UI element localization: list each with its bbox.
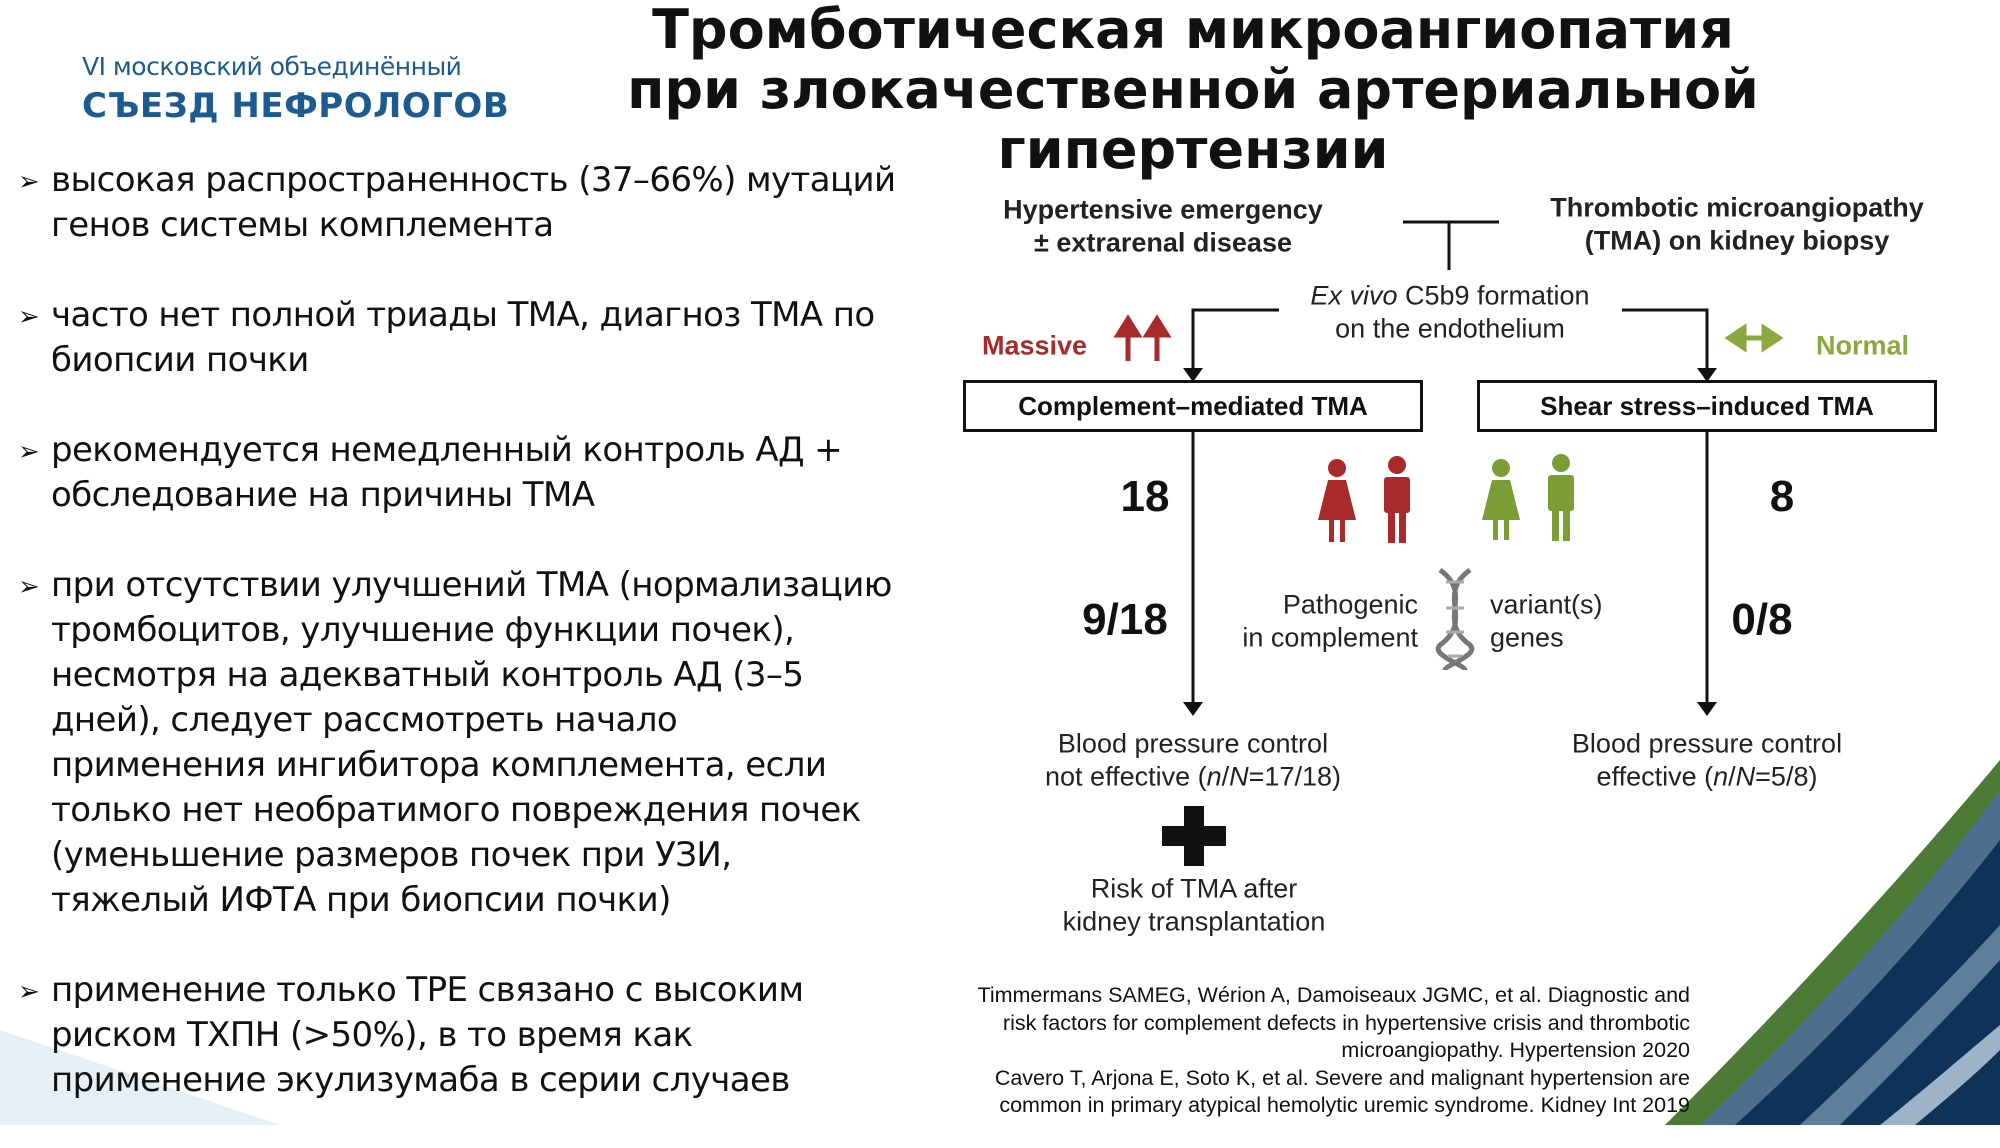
bp-text: effective ( [1596,761,1714,792]
tma-biopsy-label: Thrombotic microangiopathy [1550,192,1924,223]
female-red-icon [1318,459,1356,542]
bullet-list: ➢ высокая распространенность (37–66%) му… [18,158,898,1148]
bp-left-line2: not effective (n/N=17/18) [1045,762,1341,793]
double-arrow-icon [1724,323,1784,353]
citation-line: risk factors for complement defects in h… [1002,1010,1690,1035]
bullet-item: ➢ рекомендуется немедленный контроль АД … [18,428,898,518]
n-text: n [1713,761,1729,792]
genes-label: genes [1490,622,1564,653]
male-red-icon [1384,456,1410,543]
complement-mediated-tma-box: Complement–mediated TMA [963,380,1423,432]
N-text: N [1735,761,1756,792]
bullet-text: при отсутствии улучшений ТМА (нормализац… [51,565,892,920]
bullet-item: ➢ при отсутствии улучшений ТМА (нормализа… [18,563,898,923]
slide-title: Тромботическая микроангиопатия при злока… [627,0,1759,180]
c5b9-label: Ex vivo C5b9 formation [1310,281,1589,312]
bp-text: not effective ( [1045,761,1207,792]
in-complement-label: in complement [1242,622,1418,653]
citation-line: Cavero T, Arjona E, Soto K, et al. Sever… [994,1065,1690,1090]
diagram-connectors [1113,220,1784,866]
hypertensive-emergency-label: Hypertensive emergency [1003,194,1323,225]
c5b9-text: C5b9 formation [1397,280,1590,311]
male-green-icon [1548,454,1574,541]
plus-icon [1162,806,1226,866]
ex-vivo-text: Ex vivo [1310,280,1398,311]
bullet-text: применение только ТРЕ связано с высоким … [51,970,804,1100]
variant-ratio-right: 0/8 [1731,595,1793,644]
slash-text: / [1221,761,1230,792]
title-line: гипертензии [997,118,1389,181]
count-left: 18 [1120,472,1170,521]
bp-value: =5/8) [1755,761,1818,792]
risk-label-1: Risk of TMA after [1090,873,1298,904]
bullet-item: ➢ часто нет полной триады ТМА, диагноз Т… [18,293,898,383]
slash-text: / [1728,761,1736,792]
bullet-text: рекомендуется немедленный контроль АД + … [51,430,843,515]
citations: Timmermans SAMEG, Wérion A, Damoiseaux J… [977,982,1690,1120]
logo-line2: СЪЕЗД НЕФРОЛОГОВ [82,86,510,126]
decorative-swoosh [0,760,2000,1125]
pathogenic-label: Pathogenic [1282,589,1418,620]
extrarenal-label: ± extrarenal disease [1034,227,1292,258]
dna-icon [1435,567,1475,672]
count-right: 8 [1769,472,1795,521]
arrow-bullet-icon: ➢ [18,437,40,467]
bp-left-line1: Blood pressure control [1057,728,1329,759]
massive-label: Massive [982,330,1088,361]
bp-right-line2: effective (n/N=5/8) [1597,762,1818,793]
bullet-item: ➢ высокая распространенность (37–66%) му… [18,158,898,248]
variant-ratio-left: 9/18 [1082,595,1168,644]
N-text: N [1229,761,1249,792]
bullet-item: ➢ применение только ТРЕ связано с высоки… [18,968,898,1103]
arrow-bullet-icon: ➢ [18,977,40,1007]
variants-label: variant(s) [1490,589,1603,620]
bp-value: =17/18) [1248,761,1341,792]
title-line: при злокачественной артериальной [627,58,1759,121]
bullet-text: высокая распространенность (37–66%) мута… [51,160,896,245]
shear-stress-tma-box: Shear stress–induced TMA [1477,380,1937,432]
female-green-icon [1482,459,1520,540]
logo-line1: VI московский объединённый [82,52,462,81]
arrow-bullet-icon: ➢ [18,167,40,197]
normal-label: Normal [1816,330,1910,361]
citation-line: microangiopathy. Hypertension 2020 [1341,1038,1690,1062]
risk-label-2: kidney transplantation [1062,906,1326,937]
bullet-text: часто нет полной триады ТМА, диагноз ТМА… [51,295,875,380]
endothelium-label: on the endothelium [1335,313,1565,344]
citation-line: common in primary atypical hemolytic ure… [999,1093,1690,1117]
citation-line: Timmermans SAMEG, Wérion A, Damoiseaux J… [977,983,1690,1007]
title-line: Тромботическая микроангиопатия [652,0,1734,61]
n-text: n [1206,761,1222,792]
arrow-bullet-icon: ➢ [18,302,40,332]
arrow-bullet-icon: ➢ [18,572,40,602]
up-arrows-icon [1113,314,1172,361]
tma-biopsy-label-2: (TMA) on kidney biopsy [1584,225,1890,256]
bp-right-line1: Blood pressure control [1571,728,1843,759]
